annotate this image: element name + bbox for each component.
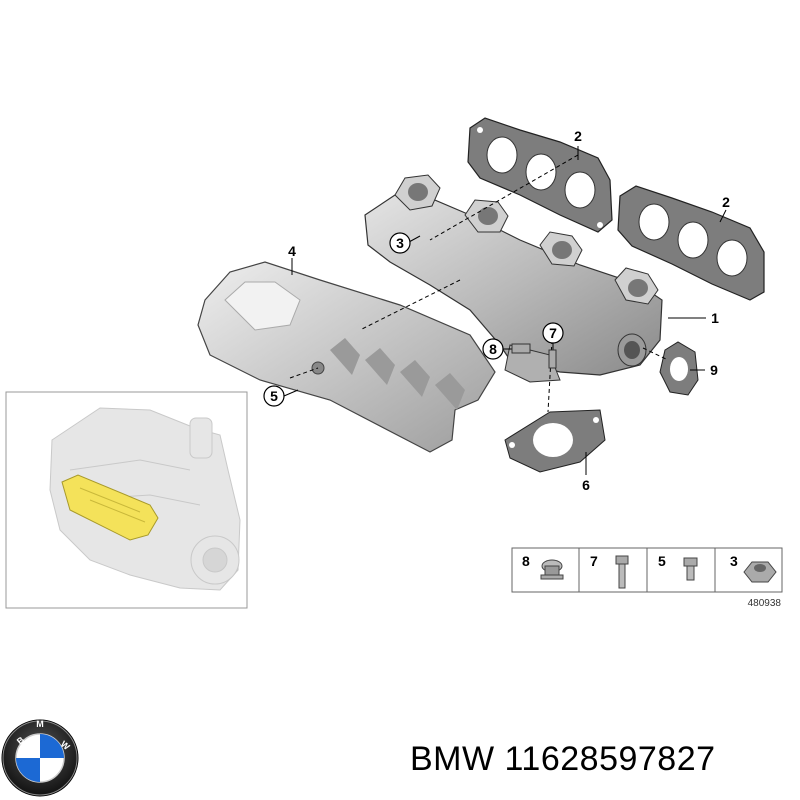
heat-shield [197, 261, 496, 453]
callout-7: 7 [549, 325, 557, 341]
callout-1: 1 [711, 310, 719, 326]
table-cell-7: 7 [590, 553, 598, 569]
plug-bolt-8 [540, 559, 564, 580]
svg-text:M: M [36, 719, 44, 729]
table-cell-8: 8 [522, 553, 530, 569]
bolt-7-hardware [615, 555, 629, 589]
callout-5: 5 [270, 388, 278, 404]
callout-3: 3 [396, 235, 404, 251]
gasket-9 [659, 341, 699, 396]
callout-2-right: 2 [722, 194, 730, 210]
bolt-5-hardware [683, 557, 698, 581]
callout-8: 8 [489, 341, 497, 357]
callout-3-circle: 3 [389, 232, 411, 254]
callout-2-upper: 2 [574, 128, 582, 144]
callout-5-circle: 5 [263, 385, 285, 407]
callout-6: 6 [582, 477, 590, 493]
callout-4: 4 [288, 243, 296, 259]
part-label: BMW 11628597827 [410, 740, 716, 779]
bmw-roundel-logo: B M W [1, 719, 79, 797]
table-cell-3: 3 [730, 553, 738, 569]
engine-locator-inset [5, 391, 248, 609]
callout-8-circle: 8 [482, 338, 504, 360]
dashed-leader-lines [289, 154, 669, 413]
callout-9: 9 [710, 362, 718, 378]
brand-name: BMW [410, 740, 495, 778]
gasket-right [617, 185, 765, 301]
gasket-6 [504, 409, 606, 473]
bolt-7 [548, 349, 557, 369]
table-cell-5: 5 [658, 553, 666, 569]
svg-text:B: B [15, 734, 27, 746]
nut-3-hardware [743, 561, 777, 583]
part-number: 11628597827 [504, 740, 716, 778]
engine-silhouette [49, 407, 241, 591]
exhaust-manifold [364, 174, 663, 383]
reference-number: 480938 [748, 598, 782, 609]
bolt-8 [511, 343, 531, 354]
callout-7-circle: 7 [542, 322, 564, 344]
hardware-table: 8 7 5 3 480938 [511, 547, 783, 609]
